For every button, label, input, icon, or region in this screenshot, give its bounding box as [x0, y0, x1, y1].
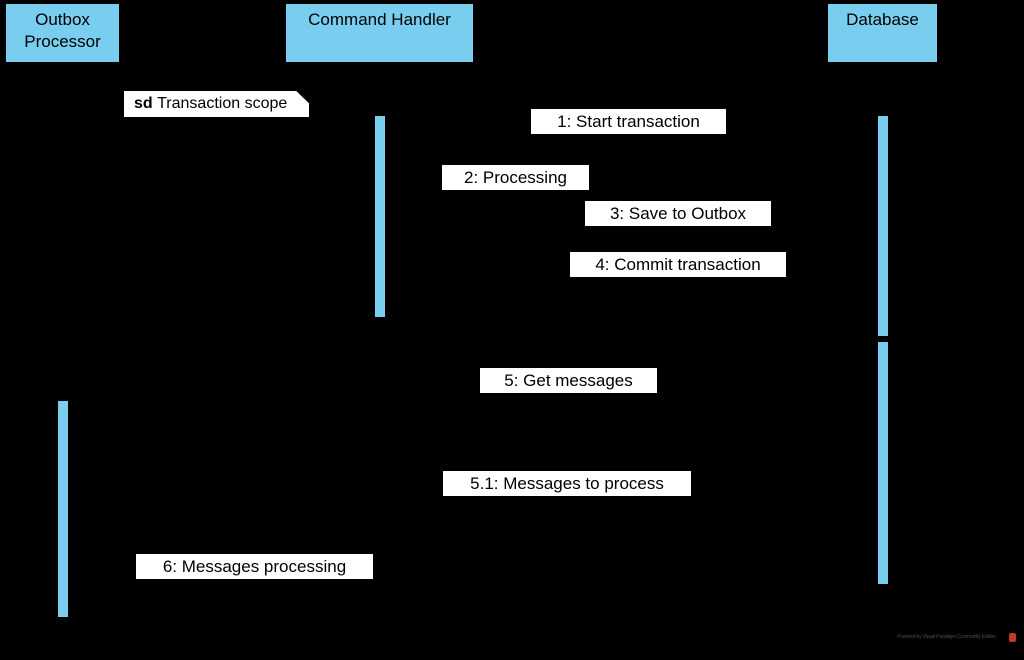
arrow-line-message-5-1 [69, 496, 877, 497]
fragment-transaction-scope [124, 91, 914, 329]
fragment-label-transaction-scope: sd Transaction scope [124, 91, 310, 118]
fragment-name: Transaction scope [157, 95, 288, 112]
participant-command-handler[interactable]: Command Handler [285, 3, 474, 63]
activation-database-transaction [877, 115, 889, 337]
arrow-line-message-2-top [386, 190, 430, 191]
arrow-line-message-6-side [112, 579, 113, 605]
arrow-head-message-1 [868, 130, 877, 140]
activation-database-fetch [877, 341, 889, 585]
arrow-line-message-6-top [69, 579, 113, 580]
message-label-3: 3: Save to Outbox [585, 201, 771, 226]
participant-outbox-processor[interactable]: Outbox Processor [5, 3, 120, 63]
arrow-line-message-6-bottom [69, 605, 113, 606]
lifeline-outbox-processor [62, 63, 63, 660]
arrow-head-message-4 [868, 273, 877, 283]
arrow-head-message-5 [868, 389, 877, 399]
watermark-logo-icon [1009, 633, 1016, 642]
message-label-6: 6: Messages processing [136, 554, 373, 579]
arrow-line-message-3 [386, 226, 872, 227]
arrow-head-message-6 [69, 601, 78, 611]
arrow-head-message-2 [386, 212, 395, 222]
activation-command-handler [374, 115, 386, 318]
participant-database[interactable]: Database [827, 3, 938, 63]
arrow-line-message-2-side [429, 190, 430, 216]
activation-outbox-processor [57, 400, 69, 618]
message-label-2: 2: Processing [442, 165, 589, 190]
arrow-line-message-5 [69, 393, 872, 394]
message-label-1: 1: Start transaction [531, 109, 726, 134]
arrow-line-message-2-bottom [386, 216, 430, 217]
arrow-line-message-4 [386, 277, 872, 278]
message-label-5: 5: Get messages [480, 368, 657, 393]
message-label-5-1: 5.1: Messages to process [443, 471, 691, 496]
arrow-line-message-1 [386, 134, 872, 135]
message-label-4: 4: Commit transaction [570, 252, 786, 277]
arrow-head-message-5-1 [69, 492, 78, 502]
lifeline-command-handler [379, 63, 380, 660]
watermark-text: Powered by Visual Paradigm Community Edi… [897, 634, 996, 640]
arrow-head-message-3 [868, 222, 877, 232]
fragment-keyword: sd [134, 95, 153, 112]
